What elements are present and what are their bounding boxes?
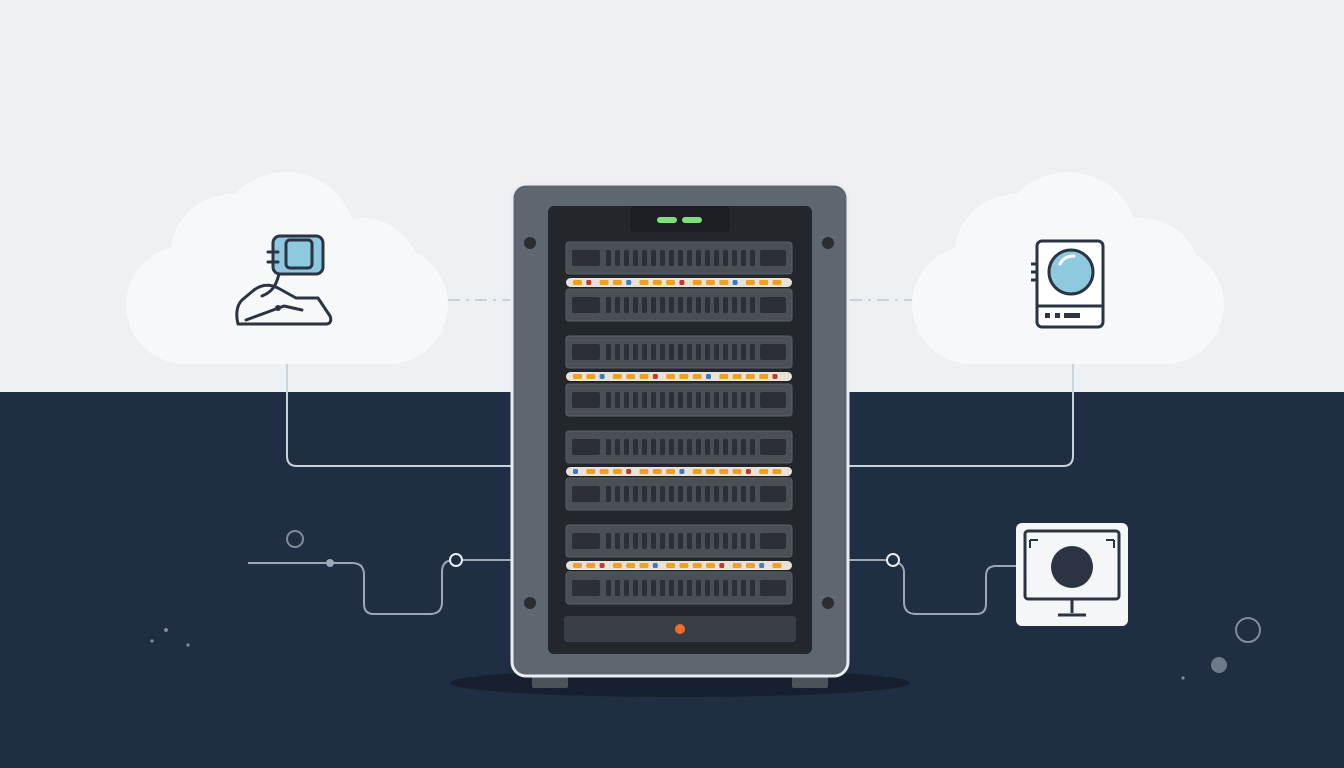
rack-slot (565, 383, 793, 417)
right-circuit-trace (848, 559, 1018, 615)
right-junction-node (886, 553, 900, 567)
rack-slot (565, 477, 793, 511)
hand-with-plug-icon (235, 234, 333, 326)
rack-slots (565, 241, 793, 605)
connector-lines (248, 299, 1074, 615)
right-cloud-node[interactable] (912, 172, 1224, 364)
rack-slot (565, 571, 793, 605)
rack-slot (565, 524, 793, 558)
rack-slot (565, 335, 793, 369)
rack-slot (565, 241, 793, 275)
left-trace-node (326, 559, 334, 567)
left-circuit-trace (248, 559, 512, 615)
decor-dot-1 (164, 628, 168, 632)
status-light-2 (682, 217, 702, 223)
left-cloud-drop-connector (286, 364, 512, 467)
led-indicator-strip (566, 278, 792, 287)
led-indicator-strip (566, 561, 792, 570)
led-indicator-strip (566, 467, 792, 476)
decor-dot-small-right (1181, 676, 1185, 680)
rack-top-bar (630, 206, 730, 232)
status-light-1 (657, 217, 677, 223)
left-cloud-node[interactable] (126, 172, 448, 364)
decor-dot-right (1211, 657, 1227, 673)
decor-ring-right (1235, 617, 1261, 643)
right-cloud-drop-connector (848, 364, 1074, 467)
left-junction-node (449, 553, 463, 567)
rack-slot (565, 288, 793, 322)
connector-nodes (150, 530, 1261, 680)
decor-dot-2 (150, 639, 154, 643)
disk-drive-icon (1031, 239, 1105, 329)
terminal-node[interactable] (1016, 523, 1128, 626)
rack-screws (524, 237, 834, 609)
decor-ring-left (286, 530, 304, 548)
decor-dot-3 (186, 643, 190, 647)
server-rack-node[interactable] (510, 182, 850, 688)
monitor-icon (1023, 529, 1121, 617)
power-led (675, 624, 685, 634)
rack-slot (565, 430, 793, 464)
led-indicator-strip (566, 372, 792, 381)
